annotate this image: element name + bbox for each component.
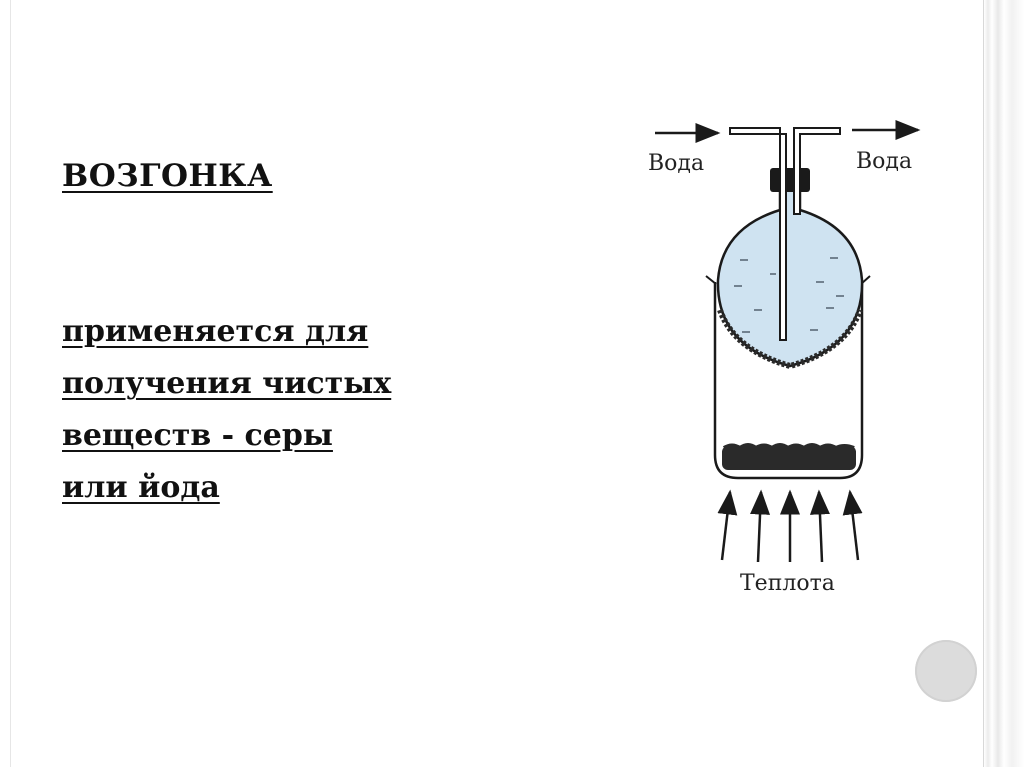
inlet-label: Вода bbox=[648, 151, 704, 176]
heat-arrow bbox=[842, 489, 863, 561]
slide-scroll-rail bbox=[984, 0, 1024, 767]
sublimation-apparatus-diagram: Вода Вода Теплота bbox=[648, 120, 921, 596]
crystal-crust bbox=[717, 308, 863, 370]
outlet-tube bbox=[793, 127, 841, 215]
heat-label: Теплота bbox=[740, 571, 835, 596]
body-line: веществ - серы bbox=[62, 418, 333, 453]
outlet-label: Вода bbox=[856, 149, 912, 174]
stopper bbox=[770, 168, 810, 192]
body-line: получения чистых bbox=[62, 366, 392, 401]
heat-arrow bbox=[750, 489, 771, 563]
heat-arrow bbox=[809, 489, 830, 563]
sediment-layer bbox=[722, 446, 856, 470]
slide-title: ВОЗГОНКА bbox=[62, 158, 273, 194]
slide-body: применяется для получения чистых веществ… bbox=[62, 306, 542, 514]
inlet-tube bbox=[729, 127, 787, 341]
body-line: или йода bbox=[62, 470, 220, 505]
cooling-flask bbox=[716, 186, 864, 368]
slide-nav-button[interactable] bbox=[915, 640, 977, 702]
heat-arrow bbox=[717, 489, 738, 561]
body-line: применяется для bbox=[62, 314, 369, 349]
